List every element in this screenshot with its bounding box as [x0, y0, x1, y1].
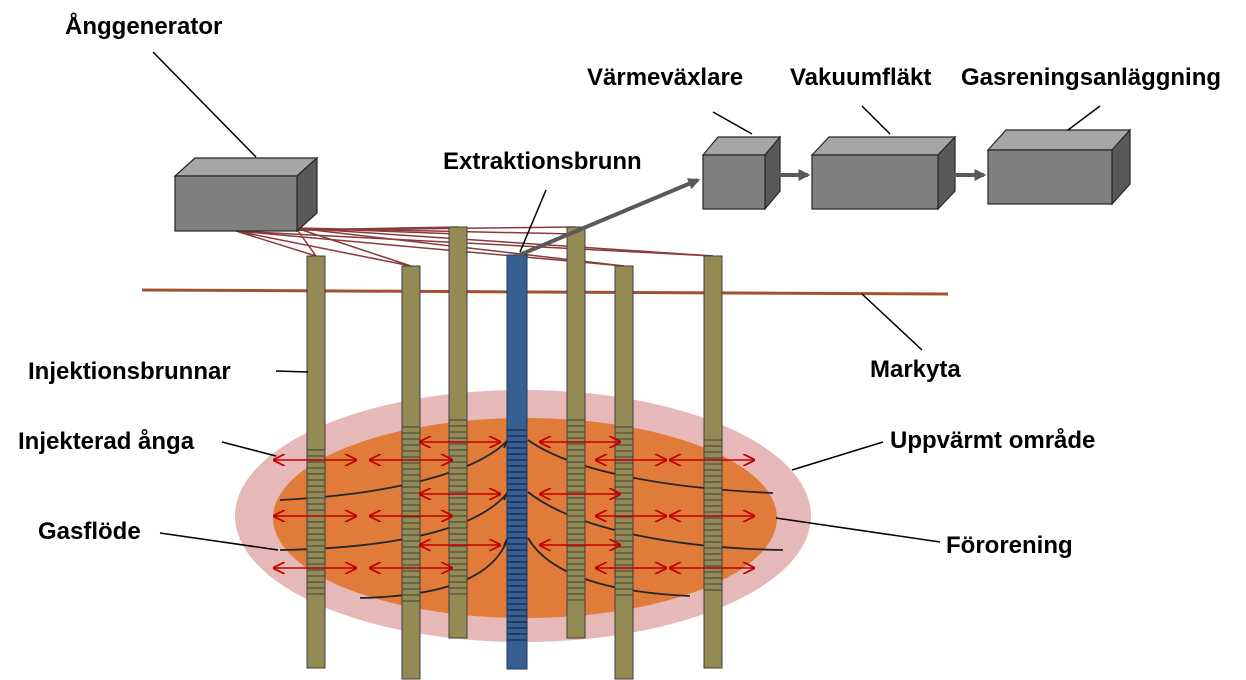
vacuum-fan-label: Vakuumfläkt	[790, 64, 931, 91]
contamination-label: Förorening	[946, 532, 1073, 559]
extraction-well-label: Extraktionsbrunn	[443, 148, 642, 175]
steam-injection-arrows	[274, 442, 754, 568]
gas-flow-label: Gasflöde	[38, 518, 141, 545]
ground-surface-label: Markyta	[870, 356, 961, 383]
gas-treatment-box	[986, 128, 1132, 206]
injection-well	[703, 255, 723, 669]
heat-exchanger-label: Värmeväxlare	[587, 64, 743, 91]
vacuum-fan-box	[810, 135, 957, 211]
gas-treatment-label: Gasreningsanläggning	[961, 64, 1221, 91]
leader-lines	[152, 51, 1101, 551]
steam-generator-box	[173, 156, 319, 233]
extraction-well	[506, 254, 528, 670]
extraction-to-heat-exchanger-arrow	[516, 178, 701, 258]
steam-generator-label: Ånggenerator	[65, 12, 222, 40]
injection-well	[401, 265, 421, 680]
injected-steam-label: Injekterad ånga	[18, 428, 195, 455]
injection-wells-label: Injektionsbrunnar	[28, 358, 231, 385]
ground-surface-line	[141, 288, 949, 296]
heated-zone-label: Uppvärmt område	[890, 427, 1095, 454]
injection-well	[614, 265, 634, 680]
